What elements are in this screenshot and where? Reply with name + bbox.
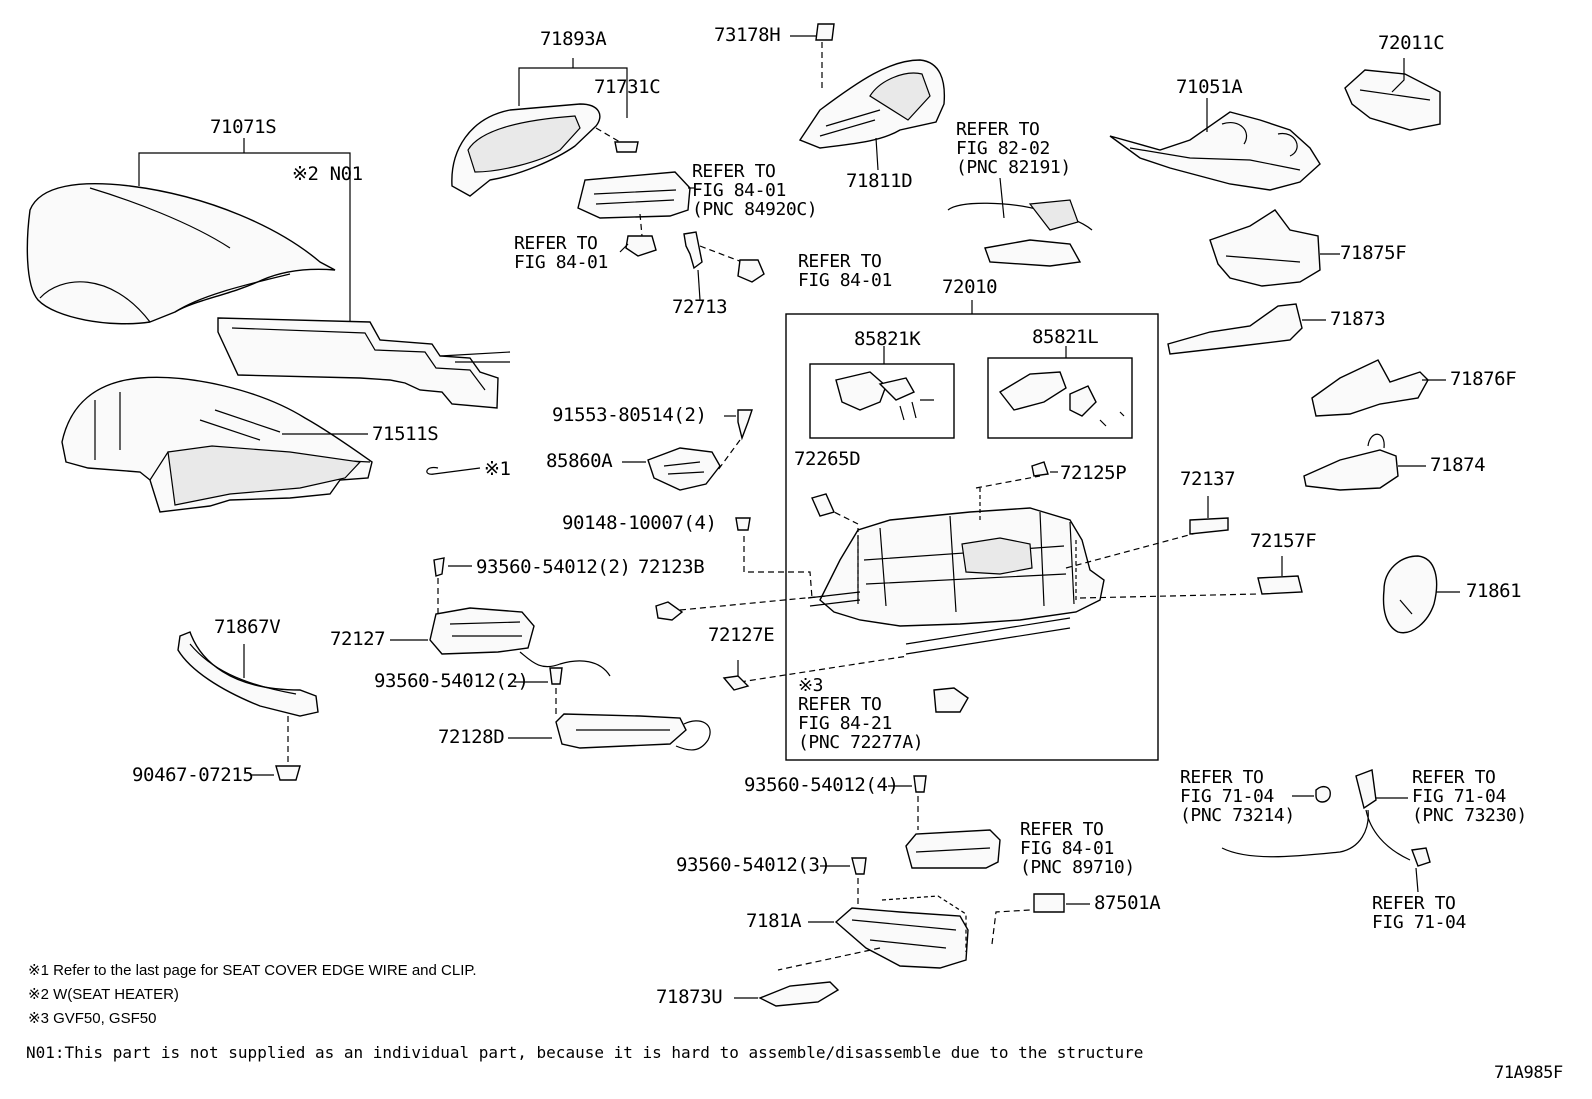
part-label-71876F: 71876F	[1450, 368, 1517, 390]
trim-71873	[1167, 303, 1303, 355]
part-label-71873: 71873	[1330, 308, 1386, 330]
part-label-72125P: 72125P	[1060, 462, 1127, 484]
frame-71051A	[1109, 111, 1321, 191]
part-label-91553-80514: 91553-80514(2)	[552, 404, 707, 426]
note-mark-1: ※1	[484, 458, 511, 480]
part-label-72127: 72127	[330, 628, 386, 650]
harness-73230	[1221, 769, 1431, 867]
part-label-72123B: 72123B	[638, 556, 705, 578]
part-label-73178H: 73178H	[714, 24, 781, 46]
part-label-72128D: 72128D	[438, 726, 505, 748]
part-label-72127E: 72127E	[708, 624, 775, 646]
part-label-85821L: 85821L	[1032, 326, 1099, 348]
ecu-89710	[905, 829, 1001, 869]
part-label-71893A: 71893A	[540, 28, 607, 50]
seat-adjuster-frame-72010	[807, 507, 1105, 655]
switch-assy-84920C	[577, 171, 691, 219]
module-72127	[429, 607, 611, 677]
part-label-93560-54012-b: 93560-54012(2)	[374, 670, 529, 692]
cover-71811D	[798, 59, 946, 149]
part-label-85821K: 85821K	[854, 328, 921, 350]
harness-82191	[947, 199, 1093, 267]
part-label-71867V: 71867V	[214, 616, 281, 638]
part-label-72010: 72010	[942, 276, 998, 298]
part-label-87501A: 87501A	[1094, 892, 1161, 914]
part-label-93560-54012-d: 93560-54012(3)	[676, 854, 831, 876]
part-label-71873U: 71873U	[656, 986, 723, 1008]
footnote-n01: N01:This part is not supplied as an indi…	[26, 1043, 1144, 1062]
part-label-93560-54012-c: 93560-54012(4)	[744, 774, 899, 796]
side-shield-71893A	[451, 103, 601, 197]
part-label-71051A: 71051A	[1176, 76, 1243, 98]
footnote-1: ※1 Refer to the last page for SEAT COVER…	[28, 962, 477, 979]
part-label-71811D: 71811D	[846, 170, 913, 192]
bracket-72713	[683, 231, 703, 270]
part-label-90467-07215: 90467-07215	[132, 764, 254, 786]
part-label-85860A: 85860A	[546, 450, 613, 472]
trim-71876F	[1311, 359, 1429, 417]
part-label-71731C: 71731C	[594, 76, 661, 98]
diagram-id: 71A985F	[1494, 1063, 1563, 1083]
part-label-72157F: 72157F	[1250, 530, 1317, 552]
part-label-90148-10007: 90148-10007(4)	[562, 512, 717, 534]
bracket-7181A	[834, 907, 969, 969]
part-label-N01: ※2 N01	[292, 163, 363, 185]
seat-heater-n01	[217, 317, 511, 409]
part-label-93560-54012-a: 93560-54012(2)	[476, 556, 631, 578]
seat-cushion-pad-71511S	[61, 376, 373, 513]
module-72128D	[555, 713, 711, 751]
part-label-72713: 72713	[672, 296, 728, 318]
cover-71861	[1382, 555, 1438, 634]
part-label-71875F: 71875F	[1340, 242, 1407, 264]
motor-box-85821K	[809, 363, 955, 439]
trim-71875F	[1209, 209, 1321, 287]
part-label-72011C: 72011C	[1378, 32, 1445, 54]
trim-71873U	[758, 981, 840, 1007]
part-label-71071S: 71071S	[210, 116, 277, 138]
part-label-71861: 71861	[1466, 580, 1522, 602]
trim-72011C	[1344, 69, 1441, 131]
footnote-3: ※3 GVF50, GSF50	[28, 1010, 157, 1027]
module-85860A	[647, 447, 721, 491]
part-label-7181A: 7181A	[746, 910, 802, 932]
part-label-72265D: 72265D	[794, 448, 861, 470]
footnote-2: ※2 W(SEAT HEATER)	[28, 986, 179, 1003]
part-label-71874: 71874	[1430, 454, 1486, 476]
lower-trim-71867V	[177, 631, 319, 717]
part-label-72137: 72137	[1180, 468, 1236, 490]
part-label-71511S: 71511S	[372, 423, 439, 445]
trim-71874	[1303, 433, 1399, 491]
motor-box-85821L	[987, 357, 1133, 439]
seat-cushion-cover-71071S	[26, 183, 336, 325]
